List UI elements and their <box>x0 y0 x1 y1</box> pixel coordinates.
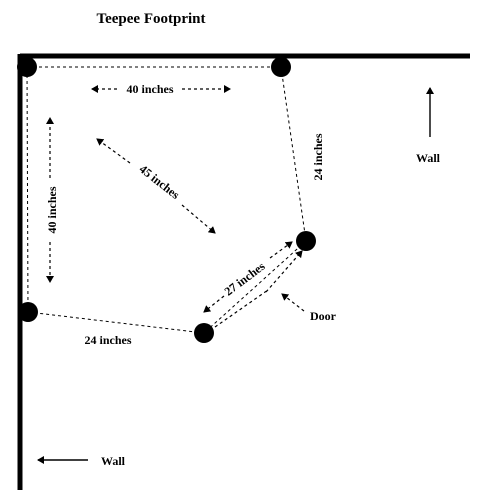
pole-bottom-left <box>18 302 38 322</box>
door-pointer-arrow <box>281 293 305 312</box>
wall-right-label: Wall <box>416 151 441 165</box>
footprint-edge-right <box>280 66 307 242</box>
diagonal-arrow-upper <box>96 138 131 164</box>
diagonal-arrow-lower <box>181 204 216 234</box>
footprint-edge-door <box>203 240 307 334</box>
diagram-title: Teepee Footprint <box>96 11 205 27</box>
left-edge-measurement: 40 inches <box>45 186 59 233</box>
pole-top-right <box>271 57 291 77</box>
diagonal-measurement: 45 inches <box>137 162 183 202</box>
pole-top-left <box>17 57 37 77</box>
right-edge-measurement: 24 inches <box>311 133 325 180</box>
footprint-edge-left <box>26 66 29 313</box>
top-edge-measurement: 40 inches <box>126 82 173 96</box>
wall-bottom-label: Wall <box>101 454 126 468</box>
door-edge-measurement: 27 inches <box>222 259 268 299</box>
pole-bottom <box>194 323 214 343</box>
footprint-edge-bottom <box>27 311 205 334</box>
door-opening-line <box>214 289 269 328</box>
door-dimension-arrow-lower <box>203 295 225 313</box>
door-dimension-arrow-upper <box>269 241 293 259</box>
bottom-edge-measurement: 24 inches <box>84 333 131 347</box>
door-label: Door <box>310 309 337 323</box>
pole-right <box>296 231 316 251</box>
